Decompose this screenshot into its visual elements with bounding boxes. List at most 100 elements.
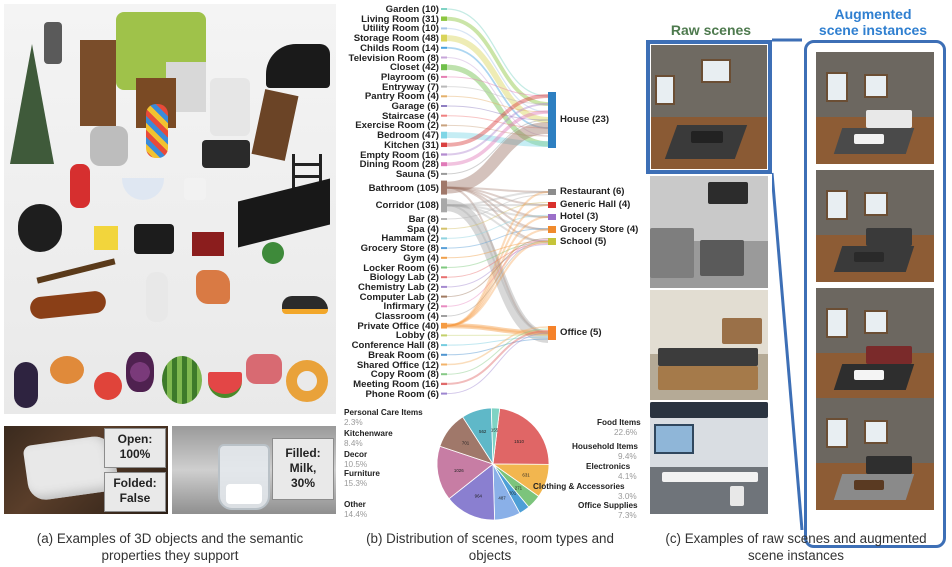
room-type-label: Garage (6) [391,101,439,112]
sankey-flow [446,204,549,243]
pie-value-label: 201 [509,491,517,496]
panel-a-caption-line1: (a) Examples of 3D objects and the seman… [36,531,304,546]
augmented-title-line2: scene instances [818,22,928,38]
sankey-flow [446,216,549,327]
sankey-flow [446,204,549,334]
pie-value-label: 701 [462,441,470,446]
scene-cabinet-low [658,366,758,390]
room-type-node [441,114,447,117]
panel-c-caption-line1: (c) Examples of raw scenes and augmented [665,531,927,546]
book-object [192,232,224,256]
scene-window [864,192,888,216]
object-grid-image [4,4,336,414]
scene-type-label: School (5) [560,235,607,247]
grapes-object [126,352,154,392]
sankey-flow [446,241,549,259]
room-type-node [441,218,447,220]
room-type-node [441,227,447,230]
sankey-flow [446,201,549,230]
sankey-flow [446,338,549,356]
room-type-node [441,56,447,59]
statue-object [146,272,168,322]
sankey-flow [446,95,549,113]
room-type-label: Empty Room (16) [360,149,439,161]
sankey-flow [446,186,549,218]
scene-sofa [866,110,912,128]
raw-scene-living-room [651,45,767,169]
open-value: 100% [119,447,151,461]
cabinet-object [80,40,116,126]
room-type-label: Meeting Room (16) [353,378,439,390]
sankey-flow [446,204,549,327]
scene-window [826,72,848,102]
sankey-flow [446,132,549,147]
pie-value-label: 1510 [514,439,524,444]
room-type-label: Staircase (4) [381,110,439,122]
sankey-flow [446,94,549,147]
room-type-node [441,353,447,356]
sankey-flow [446,239,549,307]
panel-c-caption-line2: scene instances [747,548,845,563]
sankey-flow [446,105,549,121]
room-type-label: Dining Room (28) [359,159,439,171]
sankey-flow [446,46,549,129]
sankey-flow [446,204,549,231]
shoe-object [282,296,328,314]
pie-label-decor: Decor [344,450,368,459]
room-type-label: Chemistry Lab (2) [357,281,439,293]
scene-window [864,310,888,334]
room-type-node [441,105,447,107]
folded-callout: Folded: False [104,472,166,512]
milk-fill [226,484,262,504]
room-type-node [441,75,447,78]
sankey-flow [446,115,549,129]
scene-chair [730,486,744,506]
room-type-node [441,373,447,376]
scene-desk [662,472,758,482]
pie-label-office: Office Supplies [578,501,638,510]
raw-scenes-title: Raw scenes [670,22,752,38]
sankey-flow [446,328,549,375]
room-type-node [441,16,447,21]
room-type-node [441,131,447,139]
sankey-flow [446,186,549,334]
pie-pct-kitchenware: 8.4% [344,439,363,448]
sankey-flow [446,186,549,231]
sankey-flow [446,103,549,156]
pie-value-label: 155 [491,427,499,432]
pie-label-electronics: Electronics [586,462,631,471]
scene-stove [700,240,744,276]
room-type-label: Television Room (8) [348,52,439,64]
panel-c-caption: (c) Examples of raw scenes and augmented… [640,530,952,564]
scene-bench [658,348,758,366]
pie-label-personal-care: Personal Care Items [344,408,423,417]
room-type-label: Shared Office (12) [356,359,439,371]
room-type-label: Grocery Store (8) [360,243,439,255]
sankey-flow [446,336,549,346]
pie-slice [448,463,496,521]
sankey-flow [446,186,549,243]
open-callout: Open: 100% [104,428,166,468]
room-type-label: Kitchen (31) [384,139,439,151]
room-type-label: Playroom (6) [380,71,439,83]
vase-object [146,104,168,158]
pie-label-clothing: Clothing & Accessories [533,482,625,491]
mango-object [50,356,84,384]
scene-type-node [548,189,556,195]
raw-scene-office [650,402,768,514]
pie-value-label: 271 [515,486,523,491]
augmented-title: Augmented scene instances [798,6,948,38]
sankey-flow [446,64,549,147]
sankey-flow [446,76,549,97]
room-type-node [441,34,447,42]
room-type-node [441,322,447,329]
tv-object [238,178,330,248]
filled-value-substance: Milk, [289,461,317,475]
scene-window [864,74,888,98]
pie-pct-office: 7.3% [618,511,637,520]
augmented-scenes-frame [804,40,946,548]
scene-type-label: Grocery Store (4) [560,223,639,235]
sankey-flow [446,238,549,298]
room-type-label: Pantry Room (4) [364,91,439,103]
scene-counter [650,228,694,278]
